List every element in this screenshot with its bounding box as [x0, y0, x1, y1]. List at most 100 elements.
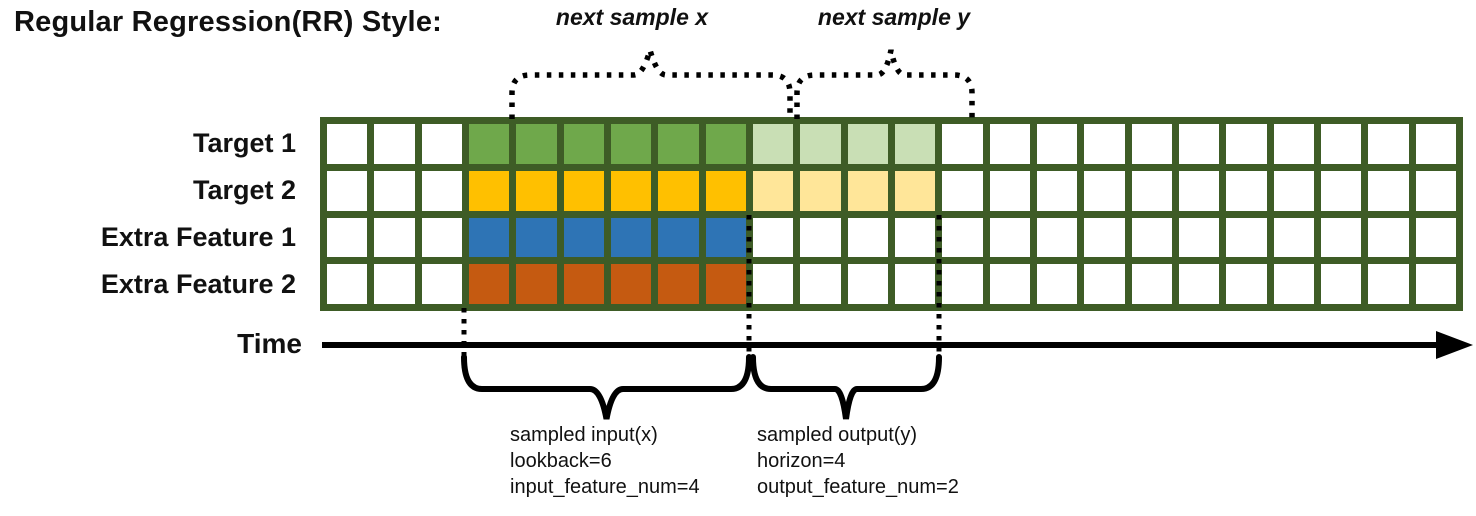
grid-cell	[1415, 264, 1456, 304]
grid-cell	[847, 170, 888, 211]
output-feature-num: output_feature_num=2	[757, 476, 959, 498]
grid-cell	[989, 217, 1030, 258]
grid-cell	[989, 170, 1030, 211]
next-sample-x-label: next sample x	[555, 4, 709, 30]
grid-cell	[752, 217, 794, 258]
row-labels: Target 1 Target 2 Extra Feature 1 Extra …	[0, 117, 306, 311]
grid-cell	[468, 170, 510, 211]
sampled-output-title: sampled output(y)	[757, 424, 918, 446]
grid-cell	[1415, 170, 1456, 211]
sampled-output-annotation: sampled output(y) horizon=4 output_featu…	[757, 422, 959, 500]
grid-cell	[327, 124, 368, 164]
grid-cell	[894, 264, 936, 304]
grid-cell	[989, 264, 1030, 304]
grid-cell	[1368, 170, 1409, 211]
grid-cell	[1131, 264, 1172, 304]
page-title: Regular Regression(RR) Style:	[14, 6, 442, 38]
grid-cell	[894, 217, 936, 258]
grid-cell	[658, 217, 699, 258]
grid-cell	[705, 217, 746, 258]
grid-cell	[468, 264, 510, 304]
grid-cell	[705, 170, 746, 211]
grid-cell	[563, 124, 604, 164]
horizon-value: horizon=4	[757, 450, 846, 472]
grid-cell	[1036, 124, 1078, 164]
grid-cell	[1131, 124, 1172, 164]
grid-cell	[468, 124, 510, 164]
grid-cell	[421, 170, 462, 211]
grid-cell	[1226, 170, 1267, 211]
grid-cell	[942, 124, 983, 164]
grid-cell	[1320, 124, 1362, 164]
grid-cell	[752, 124, 794, 164]
grid-cell	[1178, 217, 1220, 258]
grid-cell	[1036, 217, 1078, 258]
next-sample-x-brace-icon	[509, 39, 793, 119]
grid-cell	[421, 124, 462, 164]
grid-cell	[516, 264, 557, 304]
grid-cell	[1036, 170, 1078, 211]
grid-cell	[374, 170, 415, 211]
grid-cell	[1273, 170, 1314, 211]
grid-cell	[1084, 217, 1125, 258]
grid-cell	[468, 217, 510, 258]
grid-cell	[516, 124, 557, 164]
grid-cell	[847, 217, 888, 258]
grid-cell	[1368, 264, 1409, 304]
row-label-extra-feature-1: Extra Feature 1	[100, 221, 296, 252]
grid-cell	[1131, 217, 1172, 258]
grid-cell	[1226, 264, 1267, 304]
grid-cell	[752, 170, 794, 211]
sampled-input-annotation: sampled input(x) lookback=6 input_featur…	[510, 422, 700, 500]
grid-cell	[847, 264, 888, 304]
grid-cell	[894, 170, 936, 211]
grid-cell	[563, 170, 604, 211]
grid-cell	[1036, 264, 1078, 304]
grid-cell	[800, 264, 841, 304]
grid-cell	[705, 124, 746, 164]
grid-cell	[327, 170, 368, 211]
grid-cell	[1320, 217, 1362, 258]
grid-cell	[421, 217, 462, 258]
grid-cell	[1226, 124, 1267, 164]
grid-cell	[610, 170, 652, 211]
grid-cell	[705, 264, 746, 304]
grid-cell	[563, 217, 604, 258]
grid-cell	[752, 264, 794, 304]
input-feature-num: input_feature_num=4	[510, 476, 700, 498]
time-axis-label: Time	[237, 328, 302, 359]
grid-cell	[327, 264, 368, 304]
grid-cell	[1320, 264, 1362, 304]
grid-cell	[516, 170, 557, 211]
grid-cell	[374, 264, 415, 304]
time-arrow-head-icon	[1436, 331, 1473, 359]
grid-cell	[942, 264, 983, 304]
grid-cell	[800, 217, 841, 258]
lookback-value: lookback=6	[510, 450, 612, 472]
grid-cell	[1084, 170, 1125, 211]
grid-cell	[1415, 124, 1456, 164]
next-sample-y-label: next sample y	[817, 4, 971, 30]
grid-cell	[1084, 124, 1125, 164]
next-sample-y-brace-icon	[794, 49, 975, 119]
row-label-target-1: Target 1	[192, 128, 296, 159]
grid-cell	[1131, 170, 1172, 211]
row-label-extra-feature-2: Extra Feature 2	[100, 268, 296, 299]
grid-cell	[610, 264, 652, 304]
grid-cell	[942, 217, 983, 258]
grid-cell	[800, 124, 841, 164]
grid-cell	[421, 264, 462, 304]
grid-cell	[989, 124, 1030, 164]
grid-cell	[374, 217, 415, 258]
grid-cell	[847, 124, 888, 164]
grid-cell	[1178, 170, 1220, 211]
grid-cell	[610, 124, 652, 164]
grid-cell	[1178, 264, 1220, 304]
sampled-input-title: sampled input(x)	[510, 424, 658, 446]
grid-cell	[374, 124, 415, 164]
grid-cell	[1226, 217, 1267, 258]
sample-grid	[320, 117, 1463, 311]
grid-cell	[1273, 264, 1314, 304]
grid-cell	[610, 217, 652, 258]
